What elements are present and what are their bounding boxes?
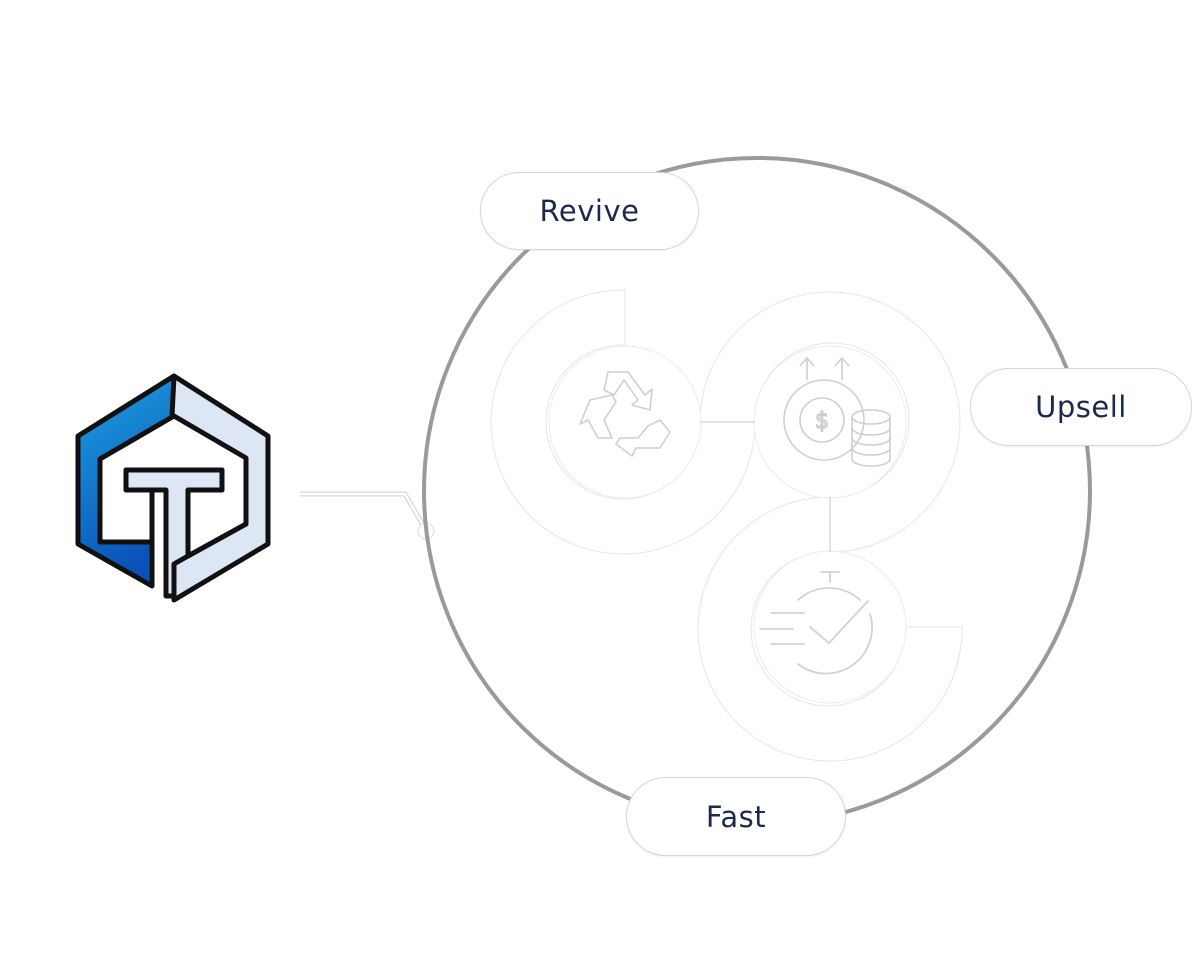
- label-revive-text: Revive: [539, 194, 640, 228]
- label-upsell-text: Upsell: [1035, 390, 1127, 424]
- svg-text:$: $: [815, 409, 829, 434]
- stopwatch-check-icon: [759, 571, 873, 675]
- hexagon-t-logo-icon: [75, 373, 271, 603]
- label-upsell[interactable]: Upsell: [970, 368, 1192, 446]
- segment-revive[interactable]: [490, 289, 756, 555]
- hub-connector: [300, 491, 435, 540]
- label-revive[interactable]: Revive: [480, 172, 699, 250]
- segment-upsell[interactable]: [699, 291, 961, 553]
- label-fast-text: Fast: [705, 799, 767, 834]
- money-growth-icon: $: [783, 356, 891, 467]
- label-fast[interactable]: Fast: [626, 777, 846, 856]
- segment-fast[interactable]: [697, 496, 963, 762]
- segment-revive-core: [548, 345, 702, 499]
- recycle-icon: [579, 371, 671, 457]
